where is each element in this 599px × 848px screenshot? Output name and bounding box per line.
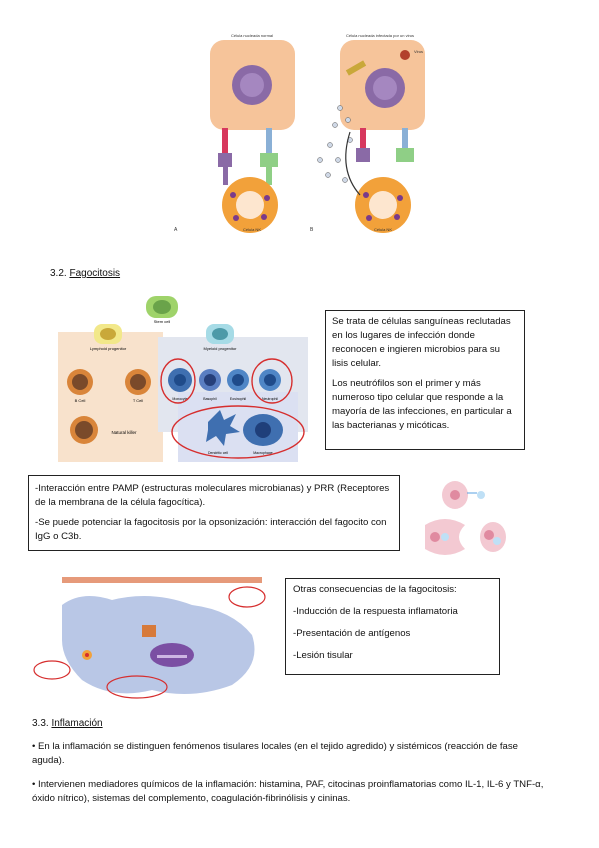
phagocyte-engulfing — [425, 519, 465, 555]
svg-text:Neutrophil: Neutrophil — [262, 397, 278, 401]
svg-text:Lymphoid progenitor: Lymphoid progenitor — [90, 346, 127, 351]
pamp-box: -Interacción entre PAMP (estructuras mol… — [28, 475, 400, 551]
section-title: Fagocitosis — [69, 268, 121, 279]
svg-text:Célula NK: Célula NK — [243, 227, 261, 232]
phagocyte-cell — [442, 481, 485, 509]
svg-text:Basophil: Basophil — [203, 397, 217, 401]
svg-text:Eosinophil: Eosinophil — [230, 397, 246, 401]
section-title: Inflamación — [51, 718, 103, 729]
svg-text:Célula nucleada normal: Célula nucleada normal — [231, 33, 273, 38]
consequence-item: -Lesión tisular — [293, 650, 353, 661]
b-cell: B Cell — [67, 369, 93, 403]
svg-text:Macrophage: Macrophage — [253, 451, 273, 455]
consequences-title: Otras consecuencias de la fagocitosis: — [293, 584, 457, 595]
section-heading-fagocitosis: 3.2. Fagocitosis — [50, 268, 121, 279]
bullet-item: • En la inflamación se distinguen fenóme… — [32, 741, 518, 766]
monocyte: Monocyte — [168, 368, 192, 401]
stem-cell: Stem cell — [146, 296, 178, 324]
virus-icon — [400, 50, 410, 60]
section-heading-inflamacion: 3.3. Inflamación — [32, 718, 103, 729]
nk-cell-figure: Célula nucleada normal Célula NK A Célul… — [174, 33, 425, 233]
svg-text:Myeloid progenitor: Myeloid progenitor — [204, 346, 238, 351]
bullet-item: • Intervienen mediadores químicos de la … — [32, 779, 544, 804]
myeloid-progenitor: Myeloid progenitor — [204, 324, 238, 351]
svg-text:Célula NK: Célula NK — [374, 227, 392, 232]
svg-text:Célula nucleada infectada por: Célula nucleada infectada por un virus — [346, 33, 414, 38]
macrophage-shape — [62, 596, 255, 694]
phagocyte-internalized — [480, 522, 506, 552]
consequence-item: -Inducción de la respuesta inflamatoria — [293, 606, 458, 617]
natural-killer: Natural killer — [70, 416, 137, 444]
svg-text:Virus: Virus — [414, 49, 423, 54]
consequences-box: Otras consecuencias de la fagocitosis: -… — [285, 578, 500, 675]
lymphoid-progenitor: Lymphoid progenitor — [90, 324, 127, 351]
svg-text:B: B — [310, 227, 314, 233]
hematopoiesis-figure: Stem cell Lymphoid progenitor Myeloid pr… — [58, 296, 308, 462]
svg-text:T Cell: T Cell — [133, 398, 143, 403]
phagocytosis-consequences-figure — [33, 577, 266, 699]
t-cell: T Cell — [125, 369, 151, 403]
svg-text:Natural killer: Natural killer — [111, 430, 137, 435]
macrophage: Macrophage — [243, 414, 283, 455]
svg-text:Stem cell: Stem cell — [154, 319, 171, 324]
svg-text:B Cell: B Cell — [75, 398, 86, 403]
svg-text:A: A — [174, 227, 178, 233]
svg-text:Dendritic cell: Dendritic cell — [208, 451, 228, 455]
definition-box: Se trata de células sanguíneas reclutada… — [325, 310, 525, 450]
basophil: Basophil — [199, 369, 221, 401]
eosinophil: Eosinophil — [227, 369, 249, 401]
dendritic-cell: Dendritic cell — [206, 410, 240, 455]
highlight-monocyte — [160, 358, 196, 404]
svg-text:Monocyte: Monocyte — [172, 397, 187, 401]
consequence-item: -Presentación de antígenos — [293, 628, 411, 639]
opsonization-figure — [425, 481, 506, 555]
highlight-neutrophil — [251, 358, 293, 404]
neutrophil: Neutrophil — [259, 369, 281, 401]
